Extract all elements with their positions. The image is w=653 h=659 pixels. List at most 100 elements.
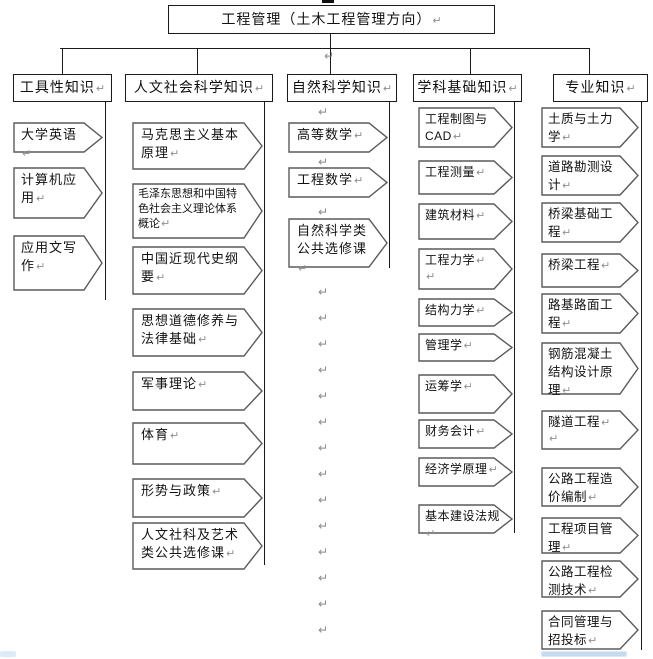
category-header-2[interactable]: 人文社会科学知识↵ — [125, 74, 273, 102]
return-mark-icon: ↵ — [156, 272, 166, 285]
course-item[interactable]: 公路工程检 测技术↵ — [541, 560, 639, 598]
course-label: 桥梁工程 — [548, 258, 601, 272]
course-item[interactable]: 毛泽东思想和中国特 色社会主义理论体系 概论↵ — [132, 183, 263, 239]
course-label: 经济学原理 — [425, 462, 488, 476]
course-item[interactable]: 土质与土力 学↵ — [541, 107, 639, 148]
connector-drop-col1 — [62, 48, 63, 74]
arrow-shape-outline — [132, 246, 263, 295]
course-item[interactable]: 隧道工程↵↵ — [541, 410, 639, 450]
category-header-5[interactable]: 专业知识↵ — [553, 74, 648, 102]
category-header-1[interactable]: 工具性知识↵ — [13, 74, 112, 102]
course-item[interactable]: 桥梁工程↵ — [541, 253, 639, 288]
scrollbar-fragment[interactable] — [541, 651, 627, 657]
course-label: 工程测量 — [425, 165, 476, 179]
course-item[interactable]: 财务会计↵ — [418, 419, 513, 449]
return-mark-icon: ↵ — [212, 486, 222, 498]
course-item[interactable]: 结构力学↵ — [418, 298, 513, 327]
course-label: 马克思主义基本 原理 — [141, 127, 240, 161]
course-item[interactable]: 人文社科及艺术 类公共选修课↵ — [132, 522, 263, 570]
connector-spine-col5 — [641, 101, 642, 650]
course-label: 公路工程造 价编制 — [548, 472, 614, 504]
course-label: 结构力学 — [425, 303, 476, 317]
paragraph-mark-icon: ↵ — [318, 467, 329, 481]
clipped-line-fragment — [322, 0, 334, 3]
paragraph-mark-icon: ↵ — [324, 49, 335, 63]
arrow-shape-outline — [541, 293, 639, 334]
return-mark-icon: ↵ — [426, 528, 436, 541]
course-item[interactable]: 军事理论↵ — [132, 371, 263, 411]
course-item[interactable]: 自然科学类 公共选修课 ↵ — [288, 218, 388, 275]
course-item[interactable]: 大学英语↵ — [13, 122, 103, 160]
course-item[interactable]: 工程测量↵ — [418, 160, 513, 195]
paragraph-mark-icon: ↵ — [318, 545, 329, 559]
course-label: 合同管理与 招投标 — [548, 615, 614, 647]
course-item[interactable]: 建筑材料↵ — [418, 203, 513, 240]
course-item[interactable]: 工程数学↵ — [288, 167, 388, 198]
course-item[interactable]: 形势与政策↵ — [132, 478, 263, 518]
course-item[interactable]: 工程力学↵↵ — [418, 248, 513, 290]
paragraph-mark-icon: ↵ — [318, 285, 329, 299]
return-mark-icon: ↵ — [298, 262, 308, 275]
return-mark-icon: ↵ — [488, 464, 498, 476]
course-item[interactable]: 高等数学↵ — [288, 122, 388, 153]
course-item[interactable]: 公路工程造 价编制↵ — [541, 467, 639, 507]
arrow-shape-outline — [418, 203, 513, 240]
return-mark-icon: ↵ — [562, 131, 572, 144]
course-item[interactable]: 思想道德修养与 法律基础↵ — [132, 308, 263, 357]
course-item[interactable]: 计算机应 用↵ — [13, 167, 103, 219]
arrow-shape-outline — [132, 371, 263, 411]
paragraph-mark-icon: ↵ — [318, 519, 329, 533]
return-mark-icon: ↵ — [226, 548, 236, 561]
course-item[interactable]: 桥梁基础工 程↵ — [541, 202, 639, 243]
course-item[interactable]: 体育↵ — [132, 422, 263, 465]
course-item[interactable]: 工程制图与 CAD↵ — [418, 107, 513, 148]
arrow-shape-outline — [13, 167, 103, 219]
course-label: 体育 — [141, 427, 170, 442]
course-label: 管理学 — [425, 338, 463, 352]
arrow-shape-outline — [418, 107, 513, 148]
connector-drop-col5 — [589, 48, 590, 74]
diagram-title-box[interactable]: 工程管理（土木工程管理方向）↵ — [168, 5, 495, 34]
category-header-3[interactable]: 自然科学知识↵ — [287, 74, 397, 102]
course-item[interactable]: 运筹学↵ — [418, 374, 513, 414]
course-item[interactable]: 马克思主义基本 原理↵ — [132, 122, 263, 170]
arrow-shape-outline — [132, 478, 263, 518]
course-label: 工程力学 — [425, 253, 476, 267]
arrow-shape-outline — [13, 122, 103, 153]
scrollbar-fragment-left[interactable] — [0, 651, 16, 657]
return-mark-icon: ↵ — [476, 426, 486, 438]
course-label: 工程制图与 CAD — [425, 112, 488, 144]
connector-spine-col2 — [264, 101, 265, 565]
course-label: 人文社科及艺术 类公共选修课 — [141, 527, 240, 561]
course-label: 桥梁基础工 程 — [548, 207, 614, 239]
arrow-shape-outline — [132, 122, 263, 170]
category-header-4[interactable]: 学科基础知识↵ — [413, 74, 522, 102]
return-mark-icon: ↵ — [476, 305, 486, 317]
course-item[interactable]: 钢筋混凝土 结构设计原 理↵ — [541, 342, 639, 397]
paragraph-mark-icon: ↵ — [318, 105, 329, 119]
arrow-shape-outline — [541, 107, 639, 148]
arrow-shape-outline — [541, 517, 639, 554]
arrow-shape-outline — [418, 374, 513, 414]
return-mark-icon: ↵ — [463, 381, 473, 393]
course-item[interactable]: 应用文写 作↵ — [13, 235, 103, 291]
course-label: 基本建设法规 — [425, 509, 501, 523]
course-label: 军事理论 — [141, 376, 198, 391]
arrow-shape-outline — [132, 522, 263, 570]
arrow-shape-outline — [132, 183, 263, 239]
course-label: 运筹学 — [425, 379, 463, 393]
course-label: 计算机应 用 — [21, 172, 78, 206]
arrow-shape-outline — [132, 308, 263, 357]
course-item[interactable]: 工程项目管 理↵ — [541, 517, 639, 554]
course-item[interactable]: 管理学↵ — [418, 333, 513, 362]
course-item[interactable]: 合同管理与 招投标↵ — [541, 610, 639, 650]
course-item[interactable]: 经济学原理↵ — [418, 457, 513, 487]
course-item[interactable]: 基本建设法规 ↵ — [418, 504, 513, 540]
course-item[interactable]: 中国近现代史纲 要↵ — [132, 246, 263, 295]
arrow-shape-outline — [288, 122, 388, 153]
course-item[interactable]: 路基路面工 程↵ — [541, 293, 639, 334]
course-label: 自然科学类 公共选修课 — [297, 223, 368, 257]
return-mark-icon: ↵ — [354, 175, 364, 187]
course-item[interactable]: 道路勘测设 计↵ — [541, 155, 639, 196]
arrow-shape-outline — [541, 410, 639, 450]
